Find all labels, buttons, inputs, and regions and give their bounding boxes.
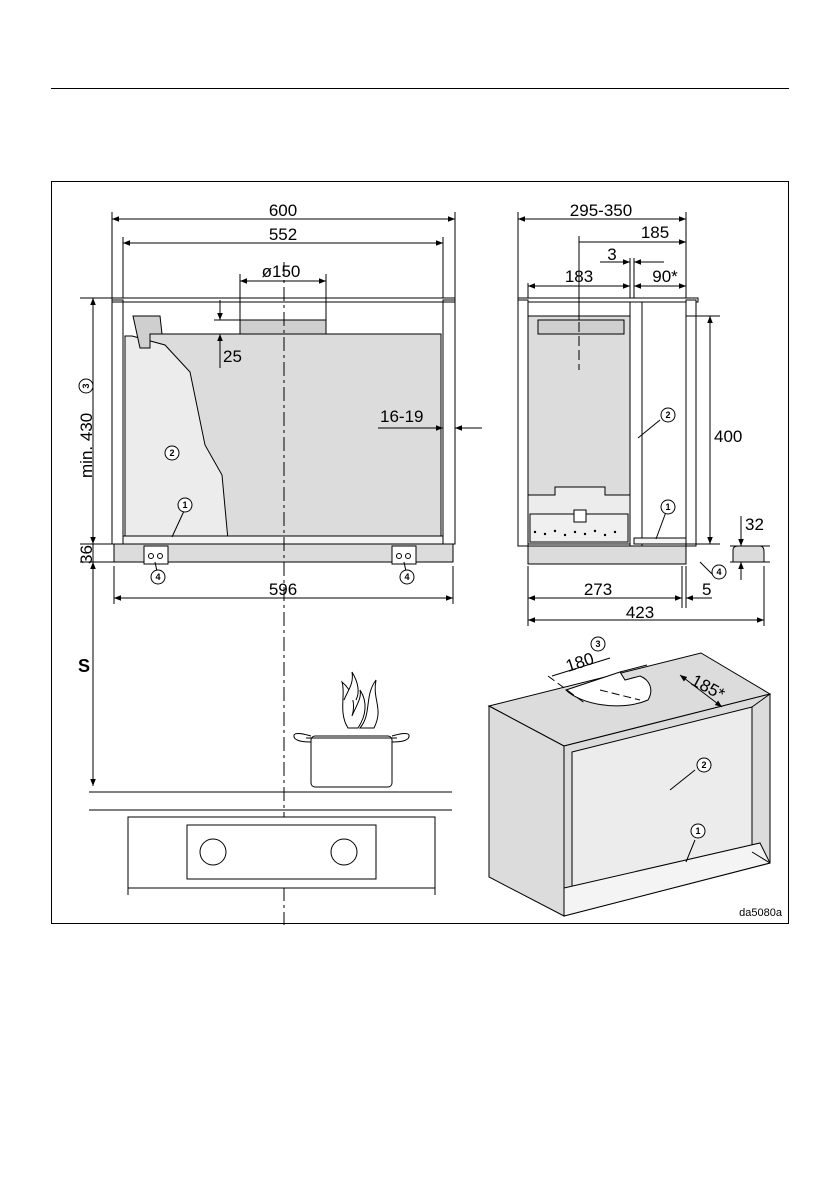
clearance-label: S [78, 656, 90, 676]
cooktop-area [89, 672, 452, 895]
cooking-pot-icon [294, 733, 409, 787]
dim-185: 185 [641, 223, 669, 242]
front-duct-collar [240, 320, 326, 334]
dim-600: 600 [269, 201, 297, 220]
dim-5: 5 [702, 580, 711, 599]
dim-295-350: 295-350 [570, 201, 632, 220]
side-view [518, 212, 770, 626]
callout-4-front-left: 4 [155, 572, 160, 582]
dim-90: 90* [652, 267, 678, 286]
callout-1-front: 1 [182, 500, 187, 510]
callout-3-cabinet: 3 [595, 639, 600, 649]
front-bracket-left [144, 546, 168, 564]
side-top-board [518, 298, 698, 302]
dim-cutout-180: 180 [563, 649, 596, 676]
side-base-plate [528, 546, 686, 564]
callout-2-cabinet: 2 [701, 760, 706, 770]
drawing-code: da5080a [739, 907, 783, 919]
dim-25: 25 [223, 347, 242, 366]
callout-1-cabinet: 1 [695, 826, 700, 836]
dim-3: 3 [607, 245, 616, 264]
side-shelf [634, 538, 686, 544]
dim-423: 423 [626, 603, 654, 622]
dim-16-19: 16-19 [380, 407, 423, 426]
dim-min-430: min. 430 [77, 413, 96, 478]
dim-552: 552 [269, 225, 297, 244]
burner-left [200, 839, 226, 865]
flame-icon [342, 672, 378, 728]
callout-2-front: 2 [169, 448, 174, 458]
callout-4-side: 4 [716, 567, 721, 577]
side-duct-collar [538, 320, 624, 334]
dim-32: 32 [745, 515, 764, 534]
callout-2-side: 2 [665, 410, 670, 420]
side-bracket-detail [733, 546, 764, 562]
front-shelf [123, 536, 443, 544]
front-bracket-right [392, 546, 416, 564]
dim-183: 183 [565, 267, 593, 286]
dim-400: 400 [714, 427, 742, 446]
cabinet-isometric [489, 653, 770, 916]
burner-right [331, 839, 357, 865]
dim-596: 596 [269, 580, 297, 599]
callout-4-front-right: 4 [404, 572, 409, 582]
callout-1-side: 1 [665, 502, 670, 512]
dim-36: 36 [77, 545, 96, 564]
callout-3-front: 3 [81, 383, 91, 388]
dim-273: 273 [584, 580, 612, 599]
dim-duct-diameter: ø150 [262, 262, 301, 281]
